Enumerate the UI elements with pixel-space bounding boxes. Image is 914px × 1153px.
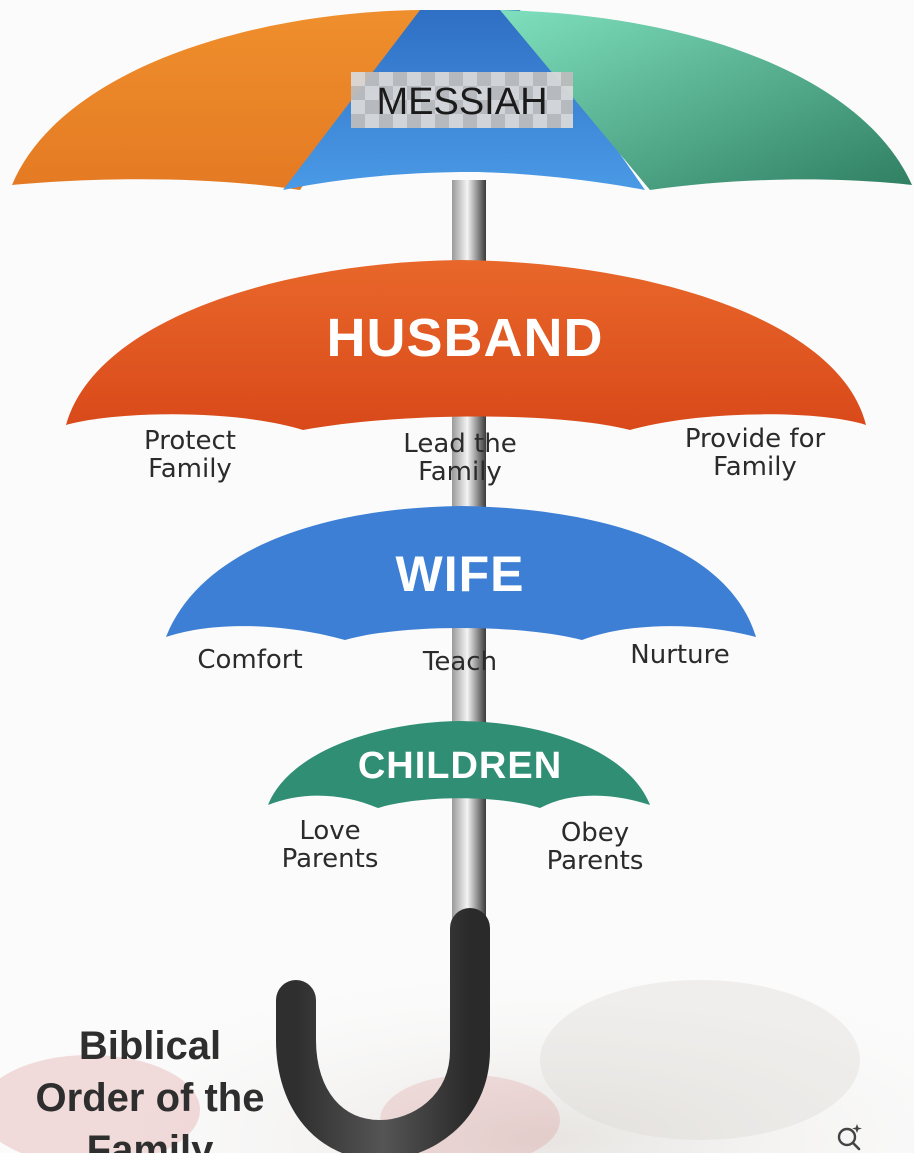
- messiah-label-background: [351, 72, 573, 128]
- husband-duty-provide: Provide for Family: [684, 424, 826, 482]
- flower-blur: [540, 980, 860, 1140]
- wife-canopy: [166, 506, 756, 640]
- husband-canopy: [66, 260, 866, 430]
- visual-search-icon[interactable]: [835, 1122, 865, 1152]
- wife-title: WIFE: [395, 546, 525, 602]
- wife-duty-comfort: Comfort: [197, 645, 303, 675]
- children-duty-love: Love Parents: [281, 816, 379, 874]
- husband-duty-lead: Lead the Family: [403, 429, 517, 487]
- messiah-canopy-right: [500, 10, 912, 190]
- husband-title: HUSBAND: [326, 308, 604, 368]
- messiah-title: MESSIAH: [376, 81, 548, 123]
- children-canopy: [268, 721, 650, 808]
- flower-blur: [0, 1055, 200, 1153]
- children-duty-obey: Obey Parents: [546, 818, 644, 876]
- wife-duty-teach: Teach: [422, 647, 498, 677]
- diagram-caption: Biblical Order of the Family: [35, 1024, 265, 1153]
- wife-duty-nurture: Nurture: [630, 640, 730, 670]
- umbrella-handle: [276, 908, 490, 1153]
- children-title: CHILDREN: [357, 745, 563, 787]
- husband-duty-protect: Protect Family: [144, 426, 236, 484]
